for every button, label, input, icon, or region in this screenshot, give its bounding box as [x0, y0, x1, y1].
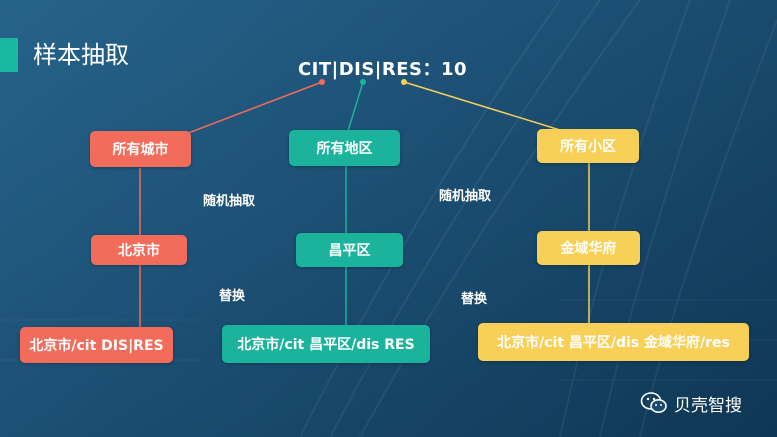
brand-name: 贝壳智搜 — [674, 395, 742, 416]
edge-label-replace-1: 替换 — [219, 289, 246, 304]
connector-root-city — [169, 81, 323, 141]
root-label: CIT|DIS|RES：10 — [297, 59, 468, 80]
edge-label-replace-2: 替换 — [461, 292, 488, 307]
node-district-result: 北京市/cit 昌平区/dis RES — [222, 325, 430, 363]
connector-dot-district — [360, 79, 366, 85]
node-beijing: 北京市 — [91, 235, 187, 265]
node-jinyu-huafu: 金域华府 — [537, 231, 640, 265]
node-all-districts: 所有地区 — [289, 130, 400, 166]
connector-root-district — [347, 81, 364, 132]
connector-dot-residence — [401, 79, 407, 85]
wechat-icon — [640, 392, 667, 413]
slide-title: 样本抽取 — [33, 41, 129, 69]
connector-root-residence — [403, 81, 561, 131]
node-changping: 昌平区 — [296, 233, 403, 267]
node-city-result: 北京市/cit DIS|RES — [20, 327, 173, 363]
connector-dot-city — [319, 79, 325, 85]
brand: 贝壳智搜 — [640, 390, 742, 416]
title-accent-bar — [0, 38, 18, 72]
node-all-cities: 所有城市 — [90, 131, 191, 167]
node-all-residences: 所有小区 — [537, 129, 639, 163]
node-residence-result: 北京市/cit 昌平区/dis 金域华府/res — [478, 323, 749, 361]
edge-label-random-sample-1: 随机抽取 — [203, 194, 256, 209]
edge-label-random-sample-2: 随机抽取 — [439, 189, 492, 204]
